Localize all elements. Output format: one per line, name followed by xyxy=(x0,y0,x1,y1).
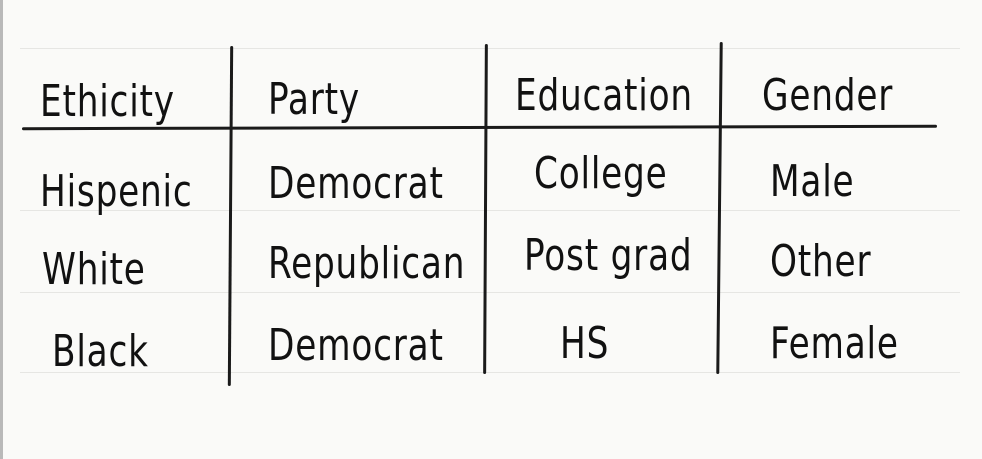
column-header-gender: Gender xyxy=(762,70,894,121)
table-cell: Democrat xyxy=(268,320,444,371)
table-cell: White xyxy=(42,244,146,295)
column-divider xyxy=(716,41,723,375)
paper-guide-line xyxy=(20,48,960,49)
paper-guide-line xyxy=(20,210,960,211)
column-divider xyxy=(483,43,488,375)
table-cell: Female xyxy=(770,318,899,369)
page-edge xyxy=(0,0,3,459)
column-header-education: Education xyxy=(515,70,693,121)
paper-guide-line xyxy=(20,292,960,293)
table-cell: Other xyxy=(770,236,872,287)
table-cell: HS xyxy=(560,318,610,369)
table-cell: Male xyxy=(770,156,855,207)
column-header-ethnicity: Ethicity xyxy=(40,76,175,127)
table-cell: Black xyxy=(52,326,149,377)
column-divider xyxy=(227,45,234,387)
table-cell: Republican xyxy=(268,238,466,289)
table-cell: Democrat xyxy=(268,158,444,209)
table-cell: Post grad xyxy=(524,230,693,281)
table-cell: Hispenic xyxy=(40,166,193,217)
paper-guide-line xyxy=(20,372,960,373)
table-cell: College xyxy=(534,148,668,199)
column-header-party: Party xyxy=(268,74,360,125)
